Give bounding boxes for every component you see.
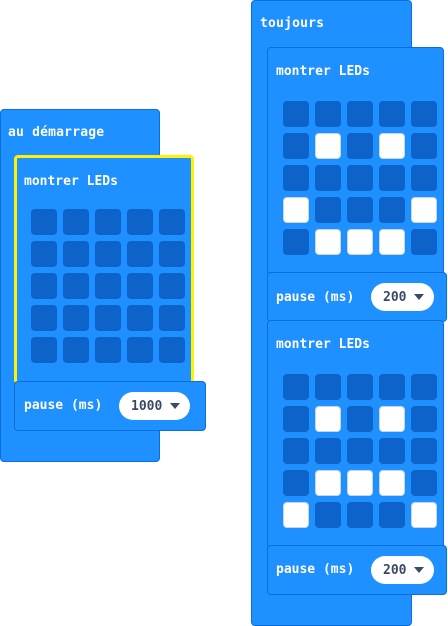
forever-pause-1-dropdown[interactable]: 200	[371, 283, 435, 311]
led-cell[interactable]	[315, 229, 341, 255]
on-start-label: au démarrage	[8, 125, 105, 140]
led-cell[interactable]	[411, 229, 437, 255]
led-cell[interactable]	[315, 438, 341, 464]
led-cell[interactable]	[347, 229, 373, 255]
led-cell[interactable]	[127, 337, 153, 363]
on-start-pause-label: pause (ms)	[24, 398, 103, 413]
led-cell[interactable]	[379, 438, 405, 464]
forever-led-grid-2	[283, 374, 437, 528]
led-cell[interactable]	[127, 273, 153, 299]
led-cell[interactable]	[315, 502, 341, 528]
led-cell[interactable]	[63, 305, 89, 331]
led-cell[interactable]	[63, 337, 89, 363]
led-cell[interactable]	[95, 209, 121, 235]
on-start-led-grid	[31, 209, 185, 363]
led-cell[interactable]	[379, 470, 405, 496]
led-cell[interactable]	[95, 305, 121, 331]
led-cell[interactable]	[411, 374, 437, 400]
led-cell[interactable]	[411, 133, 437, 159]
forever-pause-2-dropdown[interactable]: 200	[371, 556, 435, 584]
led-cell[interactable]	[379, 133, 405, 159]
on-start-pause-value: 1000	[131, 398, 163, 414]
led-cell[interactable]	[127, 305, 153, 331]
led-cell[interactable]	[95, 337, 121, 363]
led-cell[interactable]	[315, 374, 341, 400]
led-cell[interactable]	[347, 502, 373, 528]
led-cell[interactable]	[347, 438, 373, 464]
led-cell[interactable]	[315, 133, 341, 159]
chevron-down-icon	[170, 403, 181, 409]
chevron-down-icon	[414, 567, 425, 573]
led-cell[interactable]	[379, 165, 405, 191]
led-cell[interactable]	[283, 374, 309, 400]
led-cell[interactable]	[63, 209, 89, 235]
led-cell[interactable]	[283, 197, 309, 223]
led-cell[interactable]	[379, 101, 405, 127]
led-cell[interactable]	[347, 374, 373, 400]
led-cell[interactable]	[159, 273, 185, 299]
led-cell[interactable]	[379, 406, 405, 432]
led-cell[interactable]	[347, 165, 373, 191]
led-cell[interactable]	[31, 241, 57, 267]
led-cell[interactable]	[411, 502, 437, 528]
led-cell[interactable]	[347, 197, 373, 223]
led-cell[interactable]	[31, 209, 57, 235]
led-cell[interactable]	[127, 241, 153, 267]
led-cell[interactable]	[411, 438, 437, 464]
led-cell[interactable]	[283, 406, 309, 432]
led-cell[interactable]	[283, 470, 309, 496]
led-cell[interactable]	[347, 133, 373, 159]
chevron-down-icon	[414, 294, 425, 300]
led-cell[interactable]	[63, 241, 89, 267]
led-cell[interactable]	[283, 165, 309, 191]
led-cell[interactable]	[411, 197, 437, 223]
led-cell[interactable]	[127, 209, 153, 235]
led-cell[interactable]	[315, 197, 341, 223]
forever-led-grid-1	[283, 101, 437, 255]
forever-label: toujours	[260, 16, 325, 31]
led-cell[interactable]	[63, 273, 89, 299]
led-cell[interactable]	[379, 502, 405, 528]
led-cell[interactable]	[347, 406, 373, 432]
led-cell[interactable]	[283, 502, 309, 528]
led-cell[interactable]	[347, 470, 373, 496]
led-cell[interactable]	[379, 374, 405, 400]
led-cell[interactable]	[31, 337, 57, 363]
forever-pause-1-value: 200	[383, 289, 407, 305]
led-cell[interactable]	[159, 241, 185, 267]
led-cell[interactable]	[159, 337, 185, 363]
led-cell[interactable]	[315, 165, 341, 191]
led-cell[interactable]	[95, 273, 121, 299]
led-cell[interactable]	[283, 438, 309, 464]
forever-pause-2-value: 200	[383, 562, 407, 578]
led-cell[interactable]	[283, 101, 309, 127]
led-cell[interactable]	[347, 101, 373, 127]
led-cell[interactable]	[159, 305, 185, 331]
led-cell[interactable]	[315, 470, 341, 496]
led-cell[interactable]	[31, 273, 57, 299]
forever-show-leds-1-label: montrer LEDs	[276, 64, 370, 79]
forever-pause-2-label: pause (ms)	[276, 562, 355, 577]
forever-pause-1-label: pause (ms)	[276, 290, 355, 305]
led-cell[interactable]	[411, 406, 437, 432]
led-cell[interactable]	[379, 229, 405, 255]
on-start-show-leds-label: montrer LEDs	[24, 174, 118, 189]
led-cell[interactable]	[31, 305, 57, 331]
led-cell[interactable]	[379, 197, 405, 223]
led-cell[interactable]	[283, 133, 309, 159]
led-cell[interactable]	[411, 101, 437, 127]
on-start-pause-dropdown[interactable]: 1000	[119, 392, 191, 420]
led-cell[interactable]	[411, 470, 437, 496]
led-cell[interactable]	[315, 406, 341, 432]
led-cell[interactable]	[95, 241, 121, 267]
forever-show-leds-2-label: montrer LEDs	[276, 337, 370, 352]
led-cell[interactable]	[159, 209, 185, 235]
led-cell[interactable]	[283, 229, 309, 255]
led-cell[interactable]	[315, 101, 341, 127]
led-cell[interactable]	[411, 165, 437, 191]
